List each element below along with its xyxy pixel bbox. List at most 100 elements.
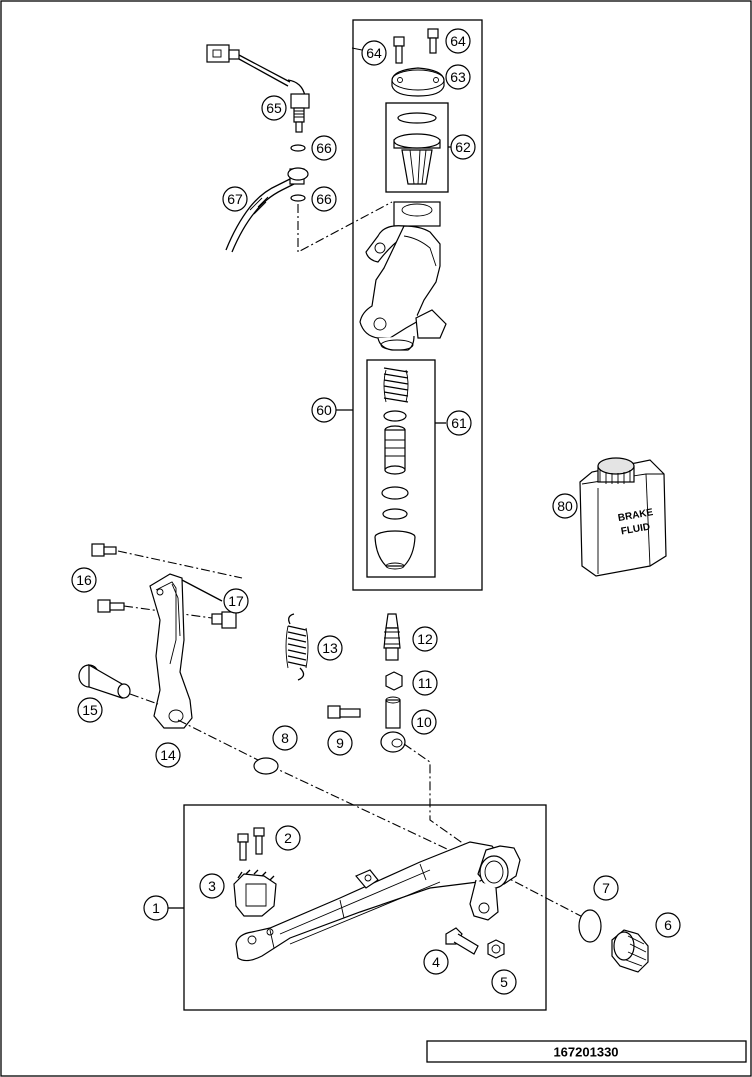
callout-6: 6	[655, 912, 681, 938]
callout-63: 63	[445, 64, 471, 90]
callout-64-left: 64	[361, 40, 387, 66]
svg-text:5: 5	[500, 974, 508, 990]
svg-text:60: 60	[316, 402, 332, 418]
callout-5: 5	[491, 969, 517, 995]
svg-text:64: 64	[366, 45, 382, 61]
brake-fluid-bottle: BRAKE FLUID	[579, 457, 667, 577]
piston-kit-group-box	[366, 359, 436, 578]
nut-5	[487, 939, 505, 959]
clevis-10	[380, 696, 406, 753]
svg-text:14: 14	[160, 747, 176, 763]
reservoir-cap	[391, 67, 445, 97]
svg-text:15: 15	[82, 702, 98, 718]
leader-bolt-16b	[123, 605, 213, 619]
callout-80: 80	[552, 493, 578, 519]
washer-upper	[290, 144, 306, 152]
brake-pedal-1	[235, 841, 521, 962]
svg-text:66: 66	[316, 191, 332, 207]
pedal-tip-3	[233, 869, 277, 917]
bolt-lower-left	[97, 599, 125, 613]
o-ring-7	[578, 909, 602, 943]
svg-text:80: 80	[557, 498, 573, 514]
callout-12: 12	[412, 626, 438, 652]
piston-spring	[383, 367, 409, 403]
svg-text:17: 17	[228, 593, 244, 609]
svg-text:66: 66	[316, 140, 332, 156]
callout-16: 16	[71, 567, 97, 593]
callout-3: 3	[199, 873, 225, 899]
drawing-number-box	[426, 1040, 747, 1063]
callout-61: 61	[446, 410, 472, 436]
return-spring	[285, 613, 309, 681]
callout-17: 17	[223, 588, 249, 614]
leader-64a	[351, 47, 363, 51]
svg-text:2: 2	[284, 830, 292, 846]
callout-15: 15	[77, 697, 103, 723]
piston-seal-upper	[383, 410, 407, 422]
nut-11	[385, 671, 403, 691]
svg-text:4: 4	[432, 954, 440, 970]
callout-10: 10	[411, 709, 437, 735]
piston-seal-lower	[381, 486, 409, 500]
screw-left	[393, 36, 405, 64]
svg-text:8: 8	[281, 730, 289, 746]
pivot-axis-line	[177, 719, 601, 927]
leader-bolt-16a	[117, 550, 243, 579]
bolt-9	[327, 705, 361, 719]
svg-text:13: 13	[322, 640, 338, 656]
callout-66-lower: 66	[311, 186, 337, 212]
dust-boot	[374, 530, 416, 570]
washer-lower	[290, 194, 306, 202]
svg-text:10: 10	[416, 714, 432, 730]
svg-text:16: 16	[76, 572, 92, 588]
brake-light-switch	[206, 44, 310, 133]
callout-1: 1	[143, 895, 169, 921]
callout-9: 9	[327, 730, 353, 756]
spacer-15	[78, 663, 131, 699]
callout-60: 60	[311, 397, 337, 423]
plug-6	[611, 929, 649, 973]
callout-66-upper: 66	[311, 135, 337, 161]
svg-text:65: 65	[266, 100, 282, 116]
svg-text:67: 67	[227, 191, 243, 207]
bleeder-screw	[383, 613, 401, 661]
svg-text:64: 64	[450, 33, 466, 49]
screw-right	[427, 28, 439, 54]
svg-text:1: 1	[152, 900, 160, 916]
o-ring-8	[253, 757, 279, 775]
svg-text:62: 62	[455, 139, 471, 155]
svg-text:63: 63	[450, 69, 466, 85]
leader-17	[181, 579, 223, 602]
circlip	[382, 508, 408, 520]
leader-clevis	[403, 743, 479, 855]
brake-line-leader	[297, 201, 393, 253]
reservoir-membrane	[393, 112, 441, 185]
callout-62: 62	[450, 134, 476, 160]
svg-text:7: 7	[602, 880, 610, 896]
brake-fluid-text-line2: FLUID	[620, 522, 651, 538]
bolt-4	[445, 927, 479, 955]
svg-text:3: 3	[208, 878, 216, 894]
bracket-14	[149, 573, 193, 729]
callout-64-right: 64	[445, 28, 471, 54]
callout-11: 11	[412, 670, 438, 696]
callout-67: 67	[222, 186, 248, 212]
svg-text:11: 11	[418, 675, 433, 691]
svg-text:12: 12	[417, 631, 433, 647]
master-cylinder-body	[359, 201, 447, 351]
nut-17	[211, 611, 237, 629]
master-cylinder-group-box	[352, 19, 483, 591]
callout-13: 13	[317, 635, 343, 661]
svg-text:61: 61	[451, 415, 467, 431]
callout-4: 4	[423, 949, 449, 975]
callout-14: 14	[155, 742, 181, 768]
bolt-upper-left	[91, 543, 117, 557]
drawing-number: 167201330	[553, 1045, 618, 1060]
brake-line	[225, 167, 309, 253]
leader-spacer-15	[129, 693, 159, 705]
callout-65: 65	[261, 95, 287, 121]
callout-2: 2	[275, 825, 301, 851]
